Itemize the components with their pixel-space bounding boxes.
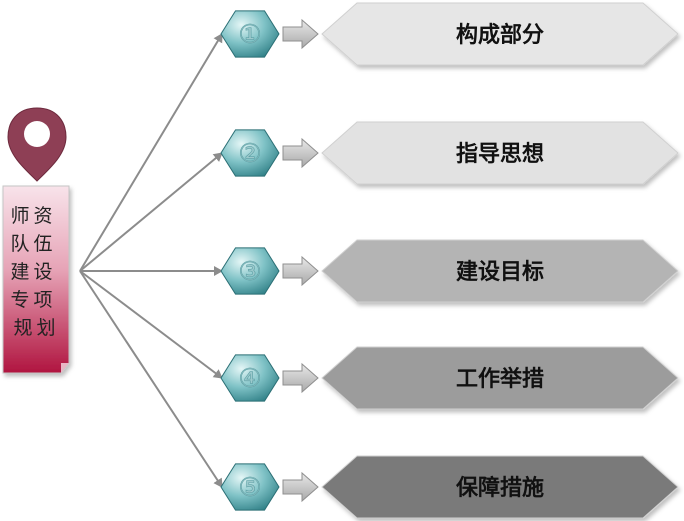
- right-arrow-icon: [282, 137, 319, 169]
- source-text-column-right: 资 伍 设 项 划: [33, 205, 58, 339]
- source-panel: [2, 185, 70, 374]
- connector-lines: [79, 33, 223, 488]
- location-pin-icon: [7, 107, 67, 182]
- item-row-5: 保障措施 ⑤: [220, 455, 679, 519]
- number-hexagon-1: [220, 10, 280, 58]
- connector-2: [79, 152, 223, 272]
- item-number-3: ③: [238, 257, 261, 287]
- item-label-1: 构成部分: [456, 22, 544, 48]
- item-number-4: ④: [238, 364, 261, 394]
- item-number-2: ②: [238, 139, 261, 169]
- connector-1: [79, 33, 223, 272]
- item-banner-5: [321, 455, 679, 519]
- source-text-column-left: 师 队 建 专 规: [10, 205, 35, 339]
- connector-4: [79, 270, 223, 379]
- item-label-4: 工作举措: [456, 366, 544, 392]
- item-banner-3: [321, 239, 679, 303]
- number-hexagon-2: [220, 129, 280, 177]
- item-row-3: 建设目标 ③: [220, 239, 679, 303]
- right-arrow-icon: [282, 255, 319, 287]
- right-arrow-icon: [282, 471, 319, 503]
- item-banner-2: [321, 121, 679, 185]
- item-banner-1: [321, 2, 679, 66]
- item-label-5: 保障措施: [455, 475, 544, 501]
- right-arrow-icon: [282, 362, 319, 394]
- item-number-5: ⑤: [238, 473, 261, 503]
- item-label-3: 建设目标: [456, 259, 544, 285]
- item-row-2: 指导思想 ②: [220, 121, 679, 185]
- number-hexagon-3: [220, 247, 280, 295]
- number-hexagon-4: [220, 354, 280, 402]
- connector-5: [79, 270, 223, 488]
- item-banner-4: [321, 346, 679, 410]
- right-arrow-icon: [282, 18, 319, 50]
- number-hexagon-5: [220, 463, 280, 511]
- item-row-1: 构成部分 ①: [220, 2, 679, 66]
- item-label-2: 指导思想: [456, 142, 544, 167]
- item-number-1: ①: [238, 20, 261, 50]
- item-row-4: 工作举措 ④: [220, 346, 679, 410]
